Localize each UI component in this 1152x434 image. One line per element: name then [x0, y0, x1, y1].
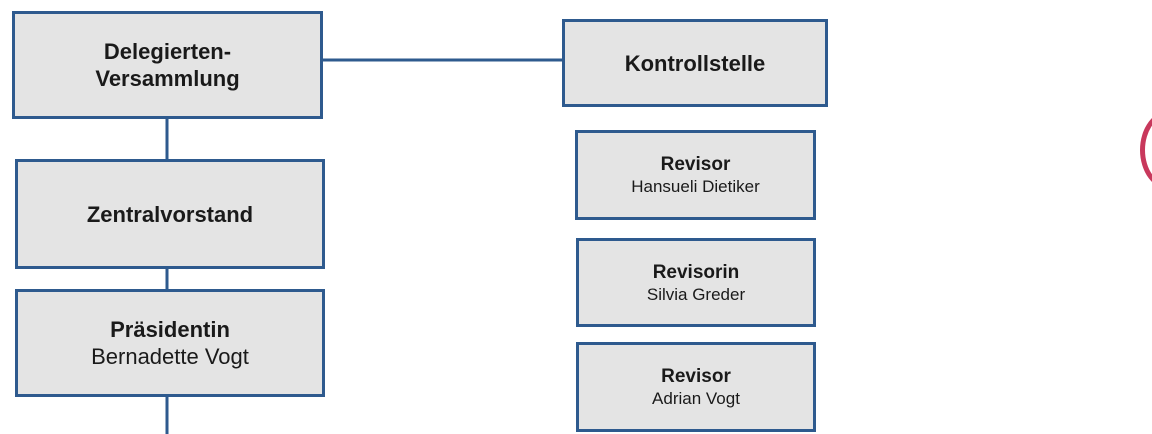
node-person-name: Hansueli Dietiker	[631, 177, 760, 196]
node-revisor-2: Revisorin Silvia Greder	[576, 238, 816, 327]
node-title: Zentralvorstand	[86, 201, 254, 227]
node-title: Präsidentin	[110, 317, 230, 342]
node-praesidentin: Präsidentin Bernadette Vogt	[15, 289, 325, 397]
node-revisor-3: Revisor Adrian Vogt	[576, 342, 816, 432]
node-zentralvorstand: Zentralvorstand	[15, 159, 325, 269]
node-person-name: Adrian Vogt	[652, 389, 740, 408]
node-person-name: Bernadette Vogt	[91, 344, 249, 369]
node-revisor-1: Revisor Hansueli Dietiker	[575, 130, 816, 220]
node-title: Revisorin	[652, 261, 740, 283]
node-delegiertenversammlung: Delegierten- Versammlung	[12, 11, 323, 119]
node-title: Delegierten- Versammlung	[95, 39, 240, 91]
node-title: Revisor	[661, 366, 731, 387]
node-title: Kontrollstelle	[624, 50, 766, 76]
node-person-name: Silvia Greder	[646, 284, 746, 304]
node-kontrollstelle: Kontrollstelle	[562, 19, 828, 107]
node-title: Revisor	[660, 154, 731, 175]
